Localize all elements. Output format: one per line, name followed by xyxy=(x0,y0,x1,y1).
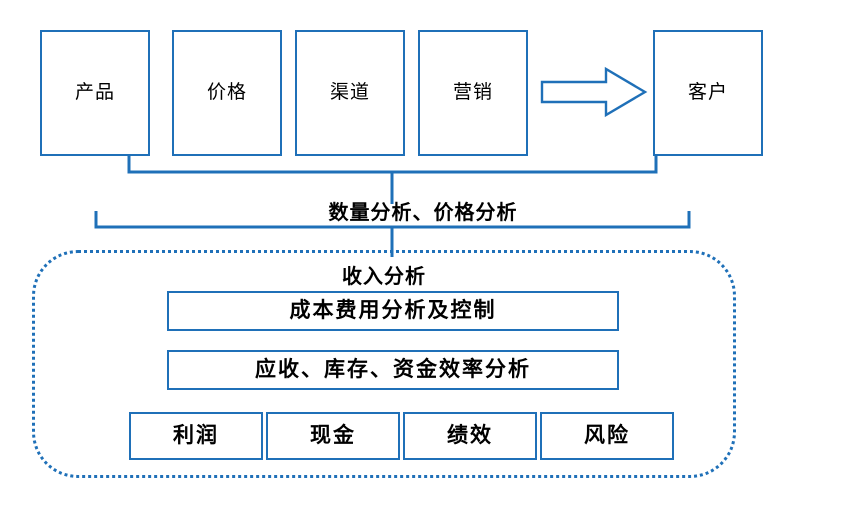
middle-caption: 数量分析、价格分析 xyxy=(328,202,518,224)
right-block-arrow xyxy=(540,66,648,118)
panel-bar-capital-efficiency[interactable]: 应收、库存、资金效率分析 xyxy=(167,350,619,390)
panel-bar-cost-control[interactable]: 成本费用分析及控制 xyxy=(167,291,619,331)
top-box-product-label: 产品 xyxy=(74,81,115,103)
metric-box-performance-label: 绩效 xyxy=(447,423,493,448)
panel-bar-cost-control-label: 成本费用分析及控制 xyxy=(289,298,497,323)
top-box-marketing-label: 营销 xyxy=(452,81,493,103)
top-box-price-label: 价格 xyxy=(206,81,247,103)
metric-box-cash-label: 现金 xyxy=(310,423,356,448)
top-box-channel[interactable]: 渠道 xyxy=(295,30,405,156)
panel-bar-capital-efficiency-label: 应收、库存、资金效率分析 xyxy=(255,357,531,382)
top-box-price[interactable]: 价格 xyxy=(172,30,282,156)
top-box-product[interactable]: 产品 xyxy=(40,30,150,156)
metric-box-cash[interactable]: 现金 xyxy=(266,412,400,460)
top-box-marketing[interactable]: 营销 xyxy=(418,30,528,156)
revenue-analysis-panel xyxy=(32,250,736,478)
metric-box-risk-label: 风险 xyxy=(584,423,630,448)
top-box-customer[interactable]: 客户 xyxy=(653,30,763,156)
metric-box-profit[interactable]: 利润 xyxy=(129,412,263,460)
metric-box-risk[interactable]: 风险 xyxy=(540,412,674,460)
top-box-channel-label: 渠道 xyxy=(329,81,370,103)
metric-box-performance[interactable]: 绩效 xyxy=(403,412,537,460)
top-box-customer-label: 客户 xyxy=(687,81,728,103)
panel-title: 收入分析 xyxy=(342,266,426,288)
upper-brace xyxy=(120,156,665,206)
metric-box-profit-label: 利润 xyxy=(173,423,219,448)
